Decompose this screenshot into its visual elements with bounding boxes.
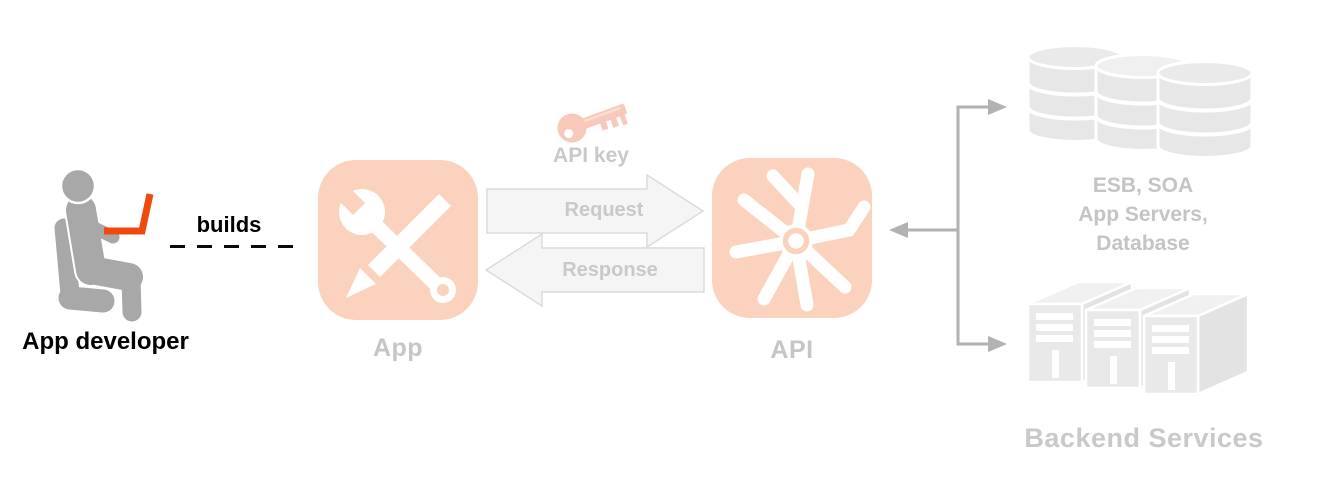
database-stack-icon <box>1026 44 1254 159</box>
api-label: API <box>770 336 814 364</box>
arrowhead-to-databases <box>988 99 1007 115</box>
app-developer-label: App developer <box>22 328 189 355</box>
request-label: Request <box>564 199 644 221</box>
cog-asterisk-api-icon <box>712 158 872 318</box>
response-arrow <box>484 232 705 308</box>
builds-label: builds <box>196 212 262 237</box>
esb-line-1: ESB, SOA <box>1092 174 1194 197</box>
api-key-label: API key <box>553 144 629 167</box>
person-at-laptop-icon <box>54 167 154 322</box>
backend-services-label: Backend Services <box>1024 423 1264 453</box>
server-towers-icon <box>1026 280 1250 396</box>
backend-connector-lines <box>889 99 1007 352</box>
request-response-arrows <box>484 173 705 308</box>
wrench-pencil-app-icon <box>318 160 478 320</box>
key-icon <box>557 103 628 143</box>
arrowhead-to-servers <box>988 336 1007 352</box>
laptop-icon <box>104 193 154 235</box>
esb-line-3: Database <box>1096 232 1190 255</box>
request-arrow <box>486 173 705 249</box>
esb-soa-label: ESB, SOA App Servers, Database <box>1023 171 1263 258</box>
person-head <box>59 167 97 205</box>
app-label: App <box>372 334 424 362</box>
response-label: Response <box>562 259 658 281</box>
arrowhead-to-api <box>889 222 908 238</box>
builds-dashed-line <box>170 245 304 248</box>
esb-line-2: App Servers, <box>1078 203 1208 226</box>
